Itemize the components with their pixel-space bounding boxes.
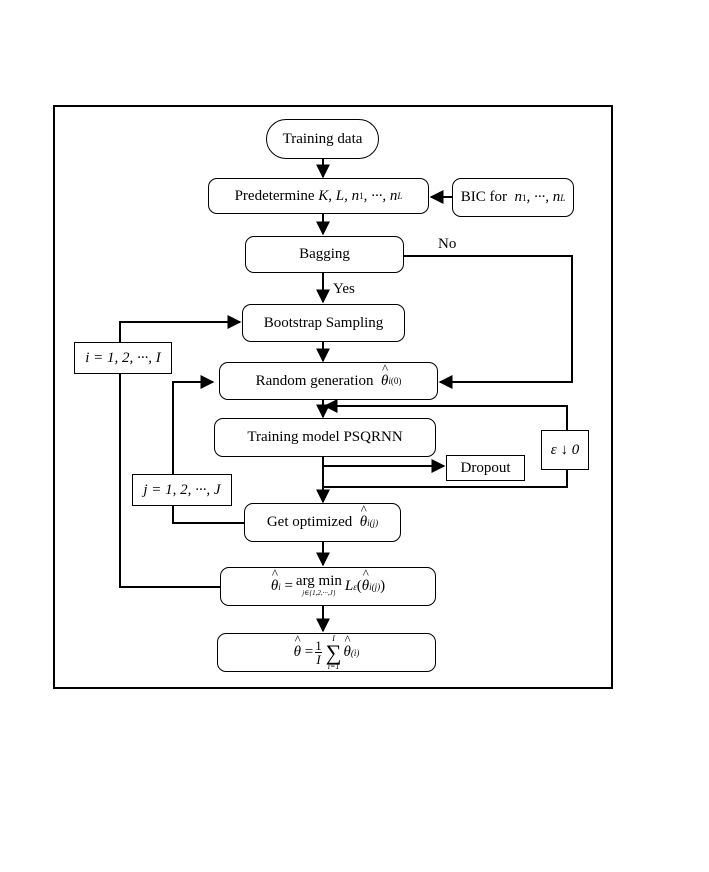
j-loop-node: j = 1, 2, ···, J xyxy=(132,474,232,506)
bic-label: BIC for xyxy=(460,189,507,205)
theta-hat-symbol: θ xyxy=(360,502,367,531)
dropout-node: Dropout xyxy=(446,455,525,481)
theta-hat-symbol: θ xyxy=(271,566,278,595)
get-optimized-label: Get optimized xyxy=(266,514,353,530)
theta-hat-symbol: θ xyxy=(294,632,301,661)
predetermine-label: Predetermine xyxy=(234,187,315,204)
i-loop-node: i = 1, 2, ···, I xyxy=(74,342,172,374)
training-model-label: Training model PSQRNN xyxy=(247,429,403,445)
j-loop-label: j = 1, 2, ···, J xyxy=(143,481,221,498)
summation-symbol: I∑i=1 xyxy=(325,633,342,671)
diagram-frame xyxy=(53,105,613,689)
training-model-node: Training model PSQRNN xyxy=(214,418,436,457)
epsilon-node: ε ↓ 0 xyxy=(541,430,589,470)
edge-i-loop xyxy=(119,315,242,588)
predetermine-params: K, L, n xyxy=(318,187,360,204)
get-optimized-node: Get optimized θi(j) xyxy=(244,502,401,542)
edge-epsilon-from-training xyxy=(323,470,568,488)
training-data-label: Training data xyxy=(282,130,363,147)
bic-params: n xyxy=(514,189,522,205)
edge-label-no: No xyxy=(438,236,457,252)
edge-label-yes: Yes xyxy=(333,281,355,297)
theta-hat-symbol: θ xyxy=(381,361,388,390)
bagging-node: Bagging xyxy=(245,236,404,273)
edge-j-loop xyxy=(172,375,244,524)
average-node: θ = 1I I∑i=1 θ(i) xyxy=(217,632,436,672)
i-loop-label: i = 1, 2, ···, I xyxy=(85,349,161,366)
bootstrap-node: Bootstrap Sampling xyxy=(242,304,405,342)
random-generation-node: Random generation θi(0) xyxy=(219,361,438,400)
dropout-label: Dropout xyxy=(460,459,511,476)
bagging-label: Bagging xyxy=(299,246,350,262)
bootstrap-label: Bootstrap Sampling xyxy=(263,314,384,331)
random-generation-label: Random generation xyxy=(255,372,374,389)
training-data-node: Training data xyxy=(266,119,379,159)
edge-epsilon-return xyxy=(323,399,568,430)
epsilon-label: ε ↓ 0 xyxy=(550,441,580,458)
edge-bagging-no xyxy=(404,255,573,389)
